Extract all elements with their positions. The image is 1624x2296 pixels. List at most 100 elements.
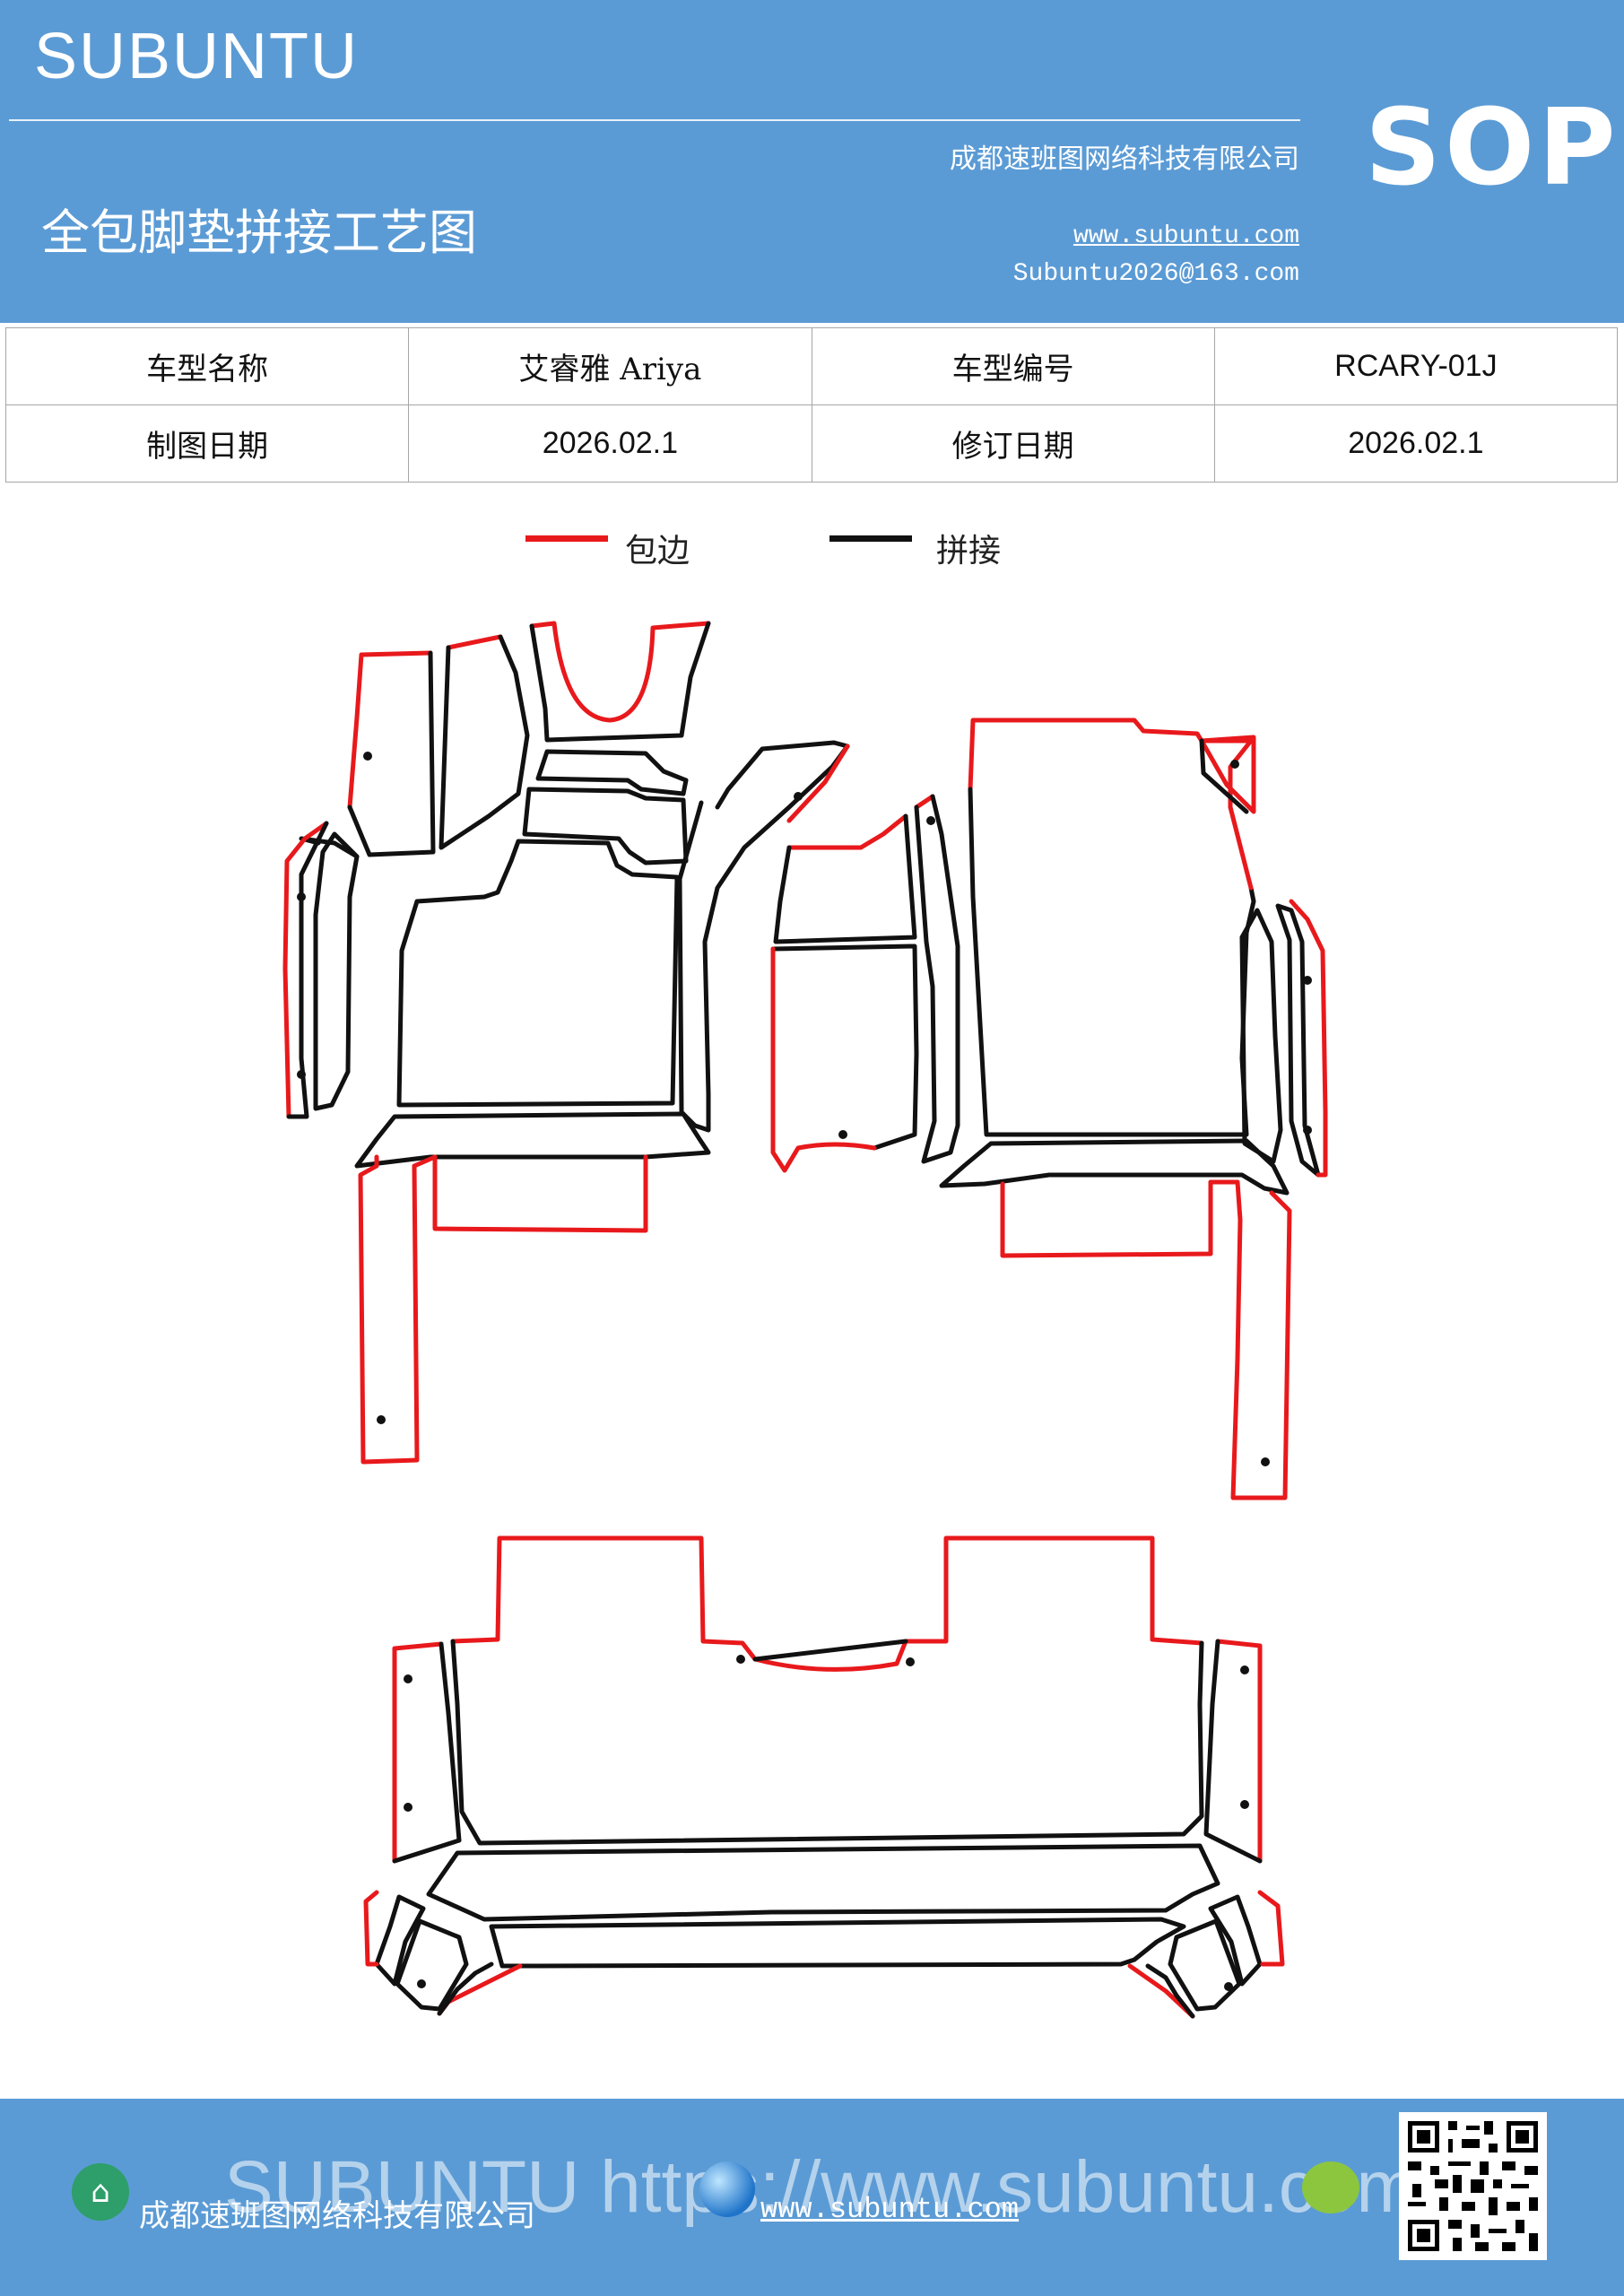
sop-label: SOP: [1365, 85, 1620, 209]
mat-piece: [968, 718, 1204, 792]
mat-piece: [396, 839, 680, 1108]
mat-piece: [437, 1961, 494, 2016]
legend: 包边 拼接: [0, 525, 1624, 570]
qr-code: [1399, 2112, 1547, 2260]
fastener-dot: [1240, 1665, 1249, 1674]
globe-icon: [699, 2161, 755, 2217]
mat-piece: [439, 634, 530, 850]
fastener-dot: [363, 752, 372, 761]
fastener-dots: [297, 752, 1312, 1991]
mat-piece: [770, 944, 919, 1151]
table-cell: 制图日期: [4, 404, 410, 483]
table-row: 制图日期 2026.02.1 修订日期 2026.02.1: [4, 404, 1619, 483]
fastener-dot: [1303, 1126, 1312, 1135]
mat-piece: [1239, 908, 1283, 1164]
mat-piece: [450, 1535, 1204, 1672]
legend-label: 包边: [625, 533, 690, 570]
table-row: 车型名称 艾睿雅 Ariya 车型编号 RCARY-01J: [4, 327, 1619, 405]
mat-piece: [1208, 1179, 1292, 1500]
page-title: 全包脚垫拼接工艺图: [41, 204, 477, 261]
fastener-dot: [1303, 976, 1312, 985]
mat-piece: [432, 1154, 648, 1233]
mat-piece: [1275, 903, 1321, 1178]
mat-piece: [939, 1138, 1290, 1196]
mat-piece: [1215, 1639, 1263, 1864]
footer-company: 成都速班图网络科技有限公司: [139, 2198, 535, 2234]
fastener-dot: [404, 1803, 413, 1812]
mat-piece: [363, 1890, 379, 1967]
contact-email: Subuntu2026@163.com: [1012, 260, 1299, 288]
mat-piece: [358, 1154, 438, 1465]
header-divider: [9, 119, 1300, 121]
mat-piece: [1208, 1894, 1263, 1987]
table-cell: 车型名称: [4, 327, 410, 405]
mat-piece: [354, 1111, 711, 1169]
mat-piece: [392, 1641, 462, 1864]
footer-banner: ⌂ 成都速班图网络科技有限公司 SUBUNTU https://www.subu…: [0, 2099, 1624, 2296]
wechat-icon: [1302, 2161, 1359, 2213]
fastener-dot: [1240, 1800, 1249, 1809]
mat-piece: [914, 794, 960, 1164]
rear-mat-group: [363, 1535, 1285, 2019]
fastener-dot: [1224, 1982, 1233, 1991]
fastener-dot: [906, 1657, 915, 1666]
fastener-dot: [297, 892, 306, 901]
mat-piece: [529, 621, 711, 743]
footer-website-link[interactable]: www.subuntu.com: [760, 2193, 1020, 2226]
mat-piece: [522, 787, 689, 865]
mat-piece: [786, 813, 908, 850]
mat-piece: [968, 787, 1256, 1137]
fastener-dot: [377, 1415, 386, 1424]
mat-piece: [392, 1641, 444, 1864]
mat-piece: [395, 1918, 469, 2012]
mat-piece: [715, 740, 850, 810]
front-left-mat-group: [282, 621, 850, 1465]
footer-watermark-text: SUBUNTU https://www.subuntu.com: [224, 2146, 1418, 2228]
mat-piece: [286, 821, 329, 1119]
mat-piece: [1199, 738, 1254, 891]
table-cell: RCARY-01J: [1213, 327, 1619, 405]
front-right-mat-group: [770, 718, 1328, 1500]
fastener-dot: [794, 792, 803, 801]
table-cell: 2026.02.1: [1213, 404, 1619, 483]
mat-piece: [426, 1843, 1220, 1922]
mat-piece: [313, 831, 360, 1111]
fastener-dot: [297, 1070, 306, 1079]
fastener-dot: [1261, 1457, 1270, 1466]
header-banner: SUBUNTU 成都速班图网络科技有限公司 SOP 全包脚垫拼接工艺图 www.…: [0, 0, 1624, 323]
fastener-dot: [926, 816, 935, 825]
mat-piece: [1199, 738, 1249, 814]
mat-piece: [914, 794, 935, 810]
vehicle-info-table: 车型名称 艾睿雅 Ariya 车型编号 RCARY-01J 制图日期 2026.…: [4, 327, 1619, 483]
fastener-dot: [417, 1979, 426, 1988]
mat-piece: [347, 650, 436, 857]
table-cell: 修订日期: [811, 404, 1215, 483]
fastener-dot: [1230, 760, 1239, 769]
building-icon: ⌂: [72, 2163, 129, 2221]
mat-piece: [1203, 1639, 1263, 1864]
mat-piece: [489, 1917, 1186, 1969]
mat-piece: [1257, 1890, 1285, 1967]
mat-piece: [1145, 1963, 1195, 2019]
legend-swatch-red: [525, 535, 608, 542]
mat-piece: [752, 1639, 908, 1662]
mat-piece: [1168, 1918, 1242, 2012]
fastener-dot: [838, 1130, 847, 1139]
fastener-dot: [736, 1655, 745, 1664]
mat-piece: [786, 744, 850, 823]
mat-piece: [535, 749, 689, 796]
mat-piece: [1199, 735, 1256, 814]
mat-piece: [282, 821, 329, 1119]
table-cell: 艾睿雅 Ariya: [408, 327, 812, 405]
legend-swatch-black: [829, 535, 912, 542]
mat-piece: [529, 621, 711, 723]
company-name: 成都速班图网络科技有限公司: [950, 144, 1299, 175]
mat-piece: [773, 813, 917, 944]
website-link[interactable]: www.subuntu.com: [1073, 222, 1299, 250]
mat-piece: [450, 1639, 1204, 1846]
table-cell: 车型编号: [811, 327, 1215, 405]
mat-piece: [1289, 899, 1328, 1178]
table-cell: 2026.02.1: [408, 404, 812, 483]
fastener-dot: [404, 1674, 413, 1683]
